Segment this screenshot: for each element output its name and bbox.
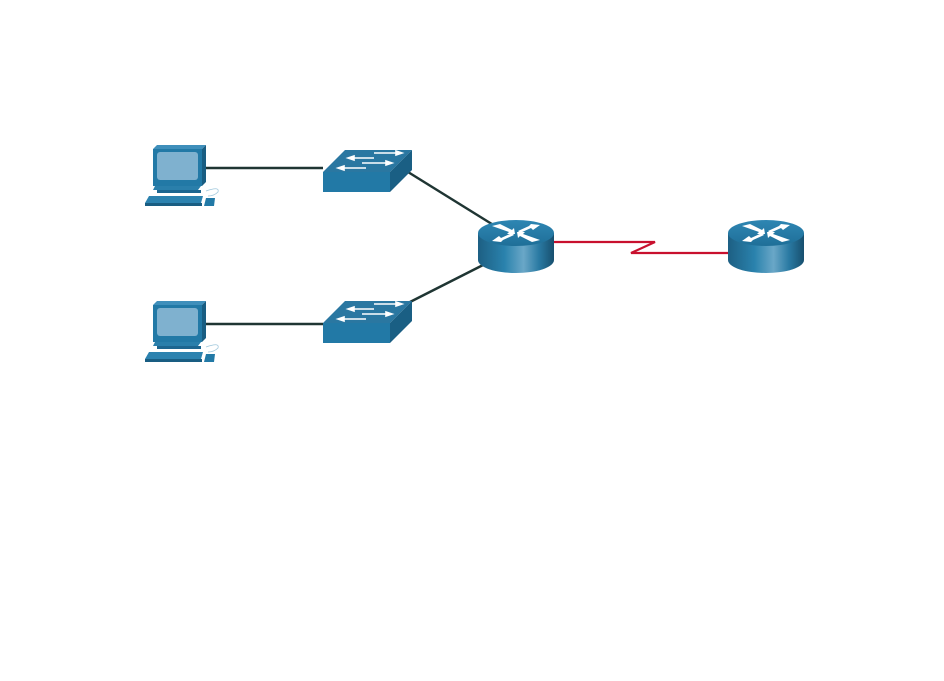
- switch-icon: [322, 149, 413, 193]
- router-icon: [478, 220, 554, 273]
- serial-link-router1-router2: [554, 240, 728, 255]
- switch-2[interactable]: [322, 300, 413, 344]
- pc-2[interactable]: [144, 300, 219, 363]
- link-switch2-router1: [409, 261, 488, 304]
- router-icon: [728, 220, 804, 273]
- pc-1[interactable]: [144, 144, 219, 207]
- router-1[interactable]: [478, 220, 554, 273]
- router-2[interactable]: [728, 220, 804, 273]
- pc-icon: [144, 144, 219, 207]
- switch-icon: [322, 300, 413, 344]
- link-switch1-router1: [407, 170, 496, 228]
- switch-1[interactable]: [322, 149, 413, 193]
- pc-icon: [144, 300, 219, 363]
